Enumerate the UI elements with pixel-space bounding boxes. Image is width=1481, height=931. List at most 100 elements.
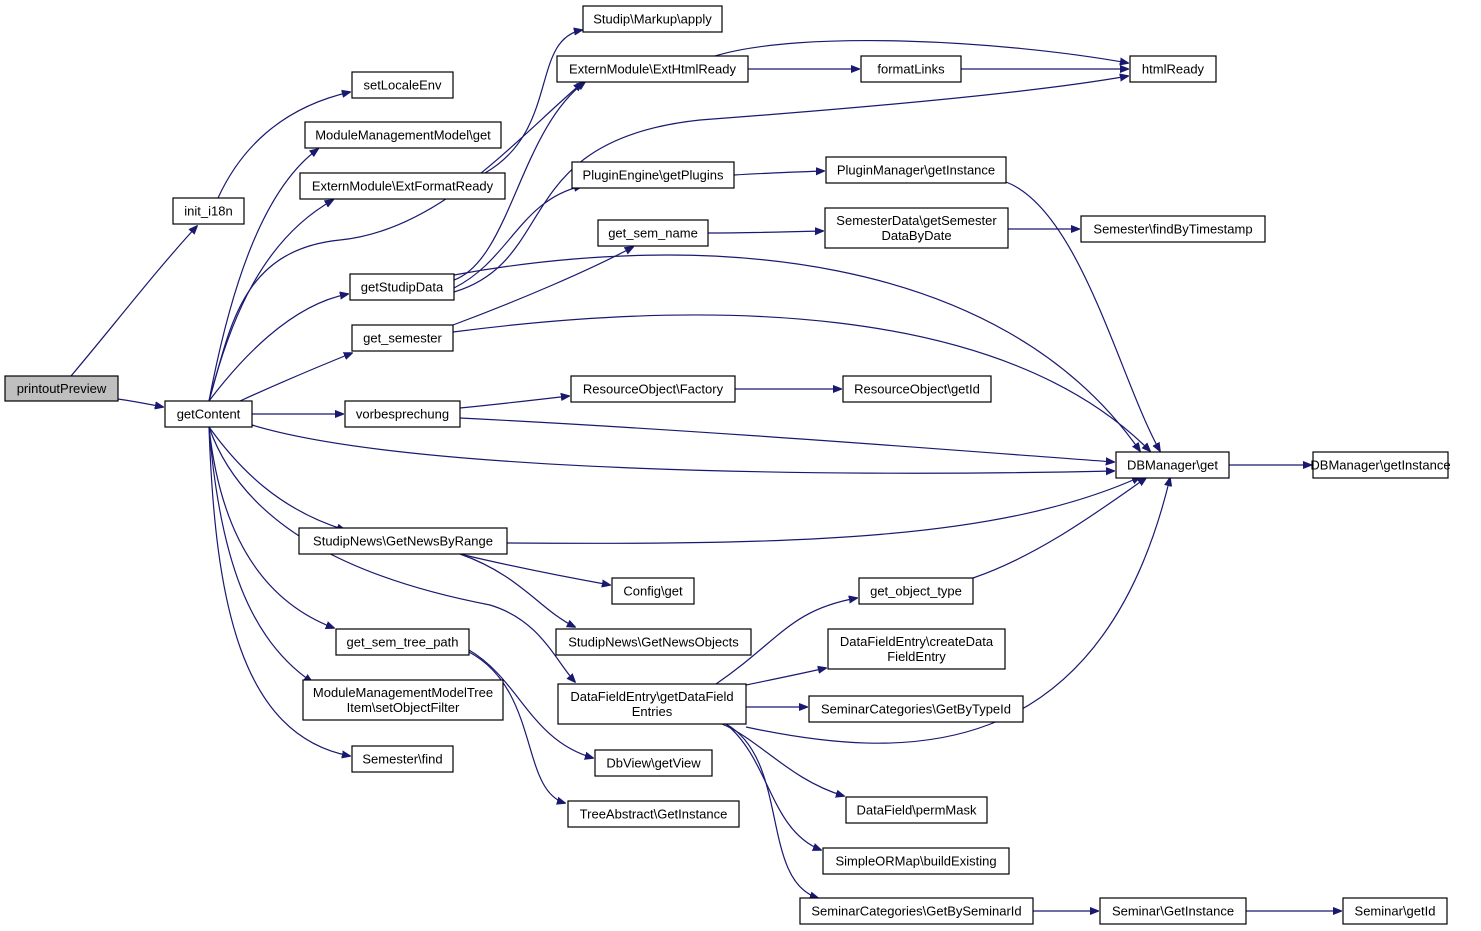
node-label: getStudipData bbox=[361, 280, 444, 295]
node-label: ModuleManagementModel\get bbox=[315, 128, 491, 143]
node-box[interactable] bbox=[344, 400, 461, 428]
node-formatLinks[interactable]: formatLinks bbox=[860, 55, 962, 83]
node-news_range[interactable]: StudipNews\GetNewsByRange bbox=[298, 527, 508, 555]
node-box[interactable] bbox=[4, 375, 119, 402]
node-pm_instance[interactable]: PluginManager\getInstance bbox=[825, 156, 1007, 184]
node-sem_find[interactable]: Semester\find bbox=[351, 745, 454, 773]
node-sem_getid[interactable]: Seminar\getId bbox=[1342, 897, 1448, 925]
node-perm_mask[interactable]: DataField\permMask bbox=[845, 796, 988, 824]
node-init_i18n[interactable]: init_i18n bbox=[172, 197, 245, 225]
node-label: get_object_type bbox=[870, 584, 962, 599]
node-mmm_get[interactable]: ModuleManagementModel\get bbox=[304, 121, 502, 149]
node-tree_abs[interactable]: TreeAbstract\GetInstance bbox=[567, 800, 740, 828]
node-get_obj_type[interactable]: get_object_type bbox=[858, 577, 974, 605]
node-label: SemesterData\getSemester bbox=[836, 213, 997, 228]
node-htmlReady[interactable]: htmlReady bbox=[1129, 55, 1217, 83]
node-box[interactable] bbox=[555, 628, 752, 656]
node-box[interactable] bbox=[597, 219, 709, 247]
node-box[interactable] bbox=[570, 375, 736, 403]
node-box[interactable] bbox=[825, 156, 1007, 184]
node-get_sem_name[interactable]: get_sem_name bbox=[597, 219, 709, 247]
node-box[interactable] bbox=[824, 207, 1009, 249]
node-ext_html[interactable]: ExternModule\ExtHtmlReady bbox=[556, 55, 749, 83]
node-box[interactable] bbox=[164, 400, 253, 428]
node-label: FieldEntry bbox=[887, 649, 946, 664]
node-label: SeminarCategories\GetByTypeId bbox=[821, 702, 1011, 717]
node-box[interactable] bbox=[1080, 215, 1266, 243]
node-box[interactable] bbox=[860, 55, 962, 83]
node-get_semester[interactable]: get_semester bbox=[351, 324, 454, 352]
edge-getContent-to-ext_html bbox=[208, 83, 582, 402]
edge-getContent-to-getStudipData bbox=[208, 294, 348, 402]
node-box[interactable] bbox=[304, 121, 502, 149]
node-box[interactable] bbox=[842, 375, 992, 403]
node-box[interactable] bbox=[1115, 451, 1230, 479]
edge-news_range-to-news_objects bbox=[459, 553, 575, 627]
node-box[interactable] bbox=[556, 55, 749, 83]
node-box[interactable] bbox=[827, 628, 1006, 670]
node-sorm_build[interactable]: SimpleORMap\buildExisting bbox=[822, 847, 1010, 875]
node-semcat_sem[interactable]: SeminarCategories\GetBySeminarId bbox=[799, 897, 1034, 925]
node-box[interactable] bbox=[1342, 897, 1448, 925]
node-label: DataFieldEntry\createData bbox=[840, 634, 994, 649]
node-box[interactable] bbox=[1312, 451, 1449, 479]
node-label: ExternModule\ExtHtmlReady bbox=[569, 62, 736, 77]
node-getContent[interactable]: getContent bbox=[164, 400, 253, 428]
node-label: printoutPreview bbox=[17, 381, 107, 396]
node-mmm_tree[interactable]: ModuleManagementModelTreeItem\setObjectF… bbox=[302, 679, 504, 721]
node-res_getid[interactable]: ResourceObject\getId bbox=[842, 375, 992, 403]
node-box[interactable] bbox=[298, 527, 508, 555]
edge-sem_tree_path-to-dbview bbox=[468, 649, 593, 758]
node-plugin_get[interactable]: PluginEngine\getPlugins bbox=[571, 161, 735, 189]
node-box[interactable] bbox=[1099, 897, 1247, 925]
node-box[interactable] bbox=[172, 197, 245, 225]
node-dbview[interactable]: DbView\getView bbox=[594, 749, 713, 777]
node-ext_format[interactable]: ExternModule\ExtFormatReady bbox=[299, 172, 506, 200]
node-box[interactable] bbox=[594, 749, 713, 777]
node-box[interactable] bbox=[611, 577, 695, 605]
edge-getContent-to-sem_find bbox=[208, 426, 350, 756]
node-box[interactable] bbox=[571, 161, 735, 189]
node-setLocaleEnv[interactable]: setLocaleEnv bbox=[351, 71, 454, 99]
node-box[interactable] bbox=[845, 796, 988, 824]
edge-get_sem_name-to-semdata bbox=[707, 231, 823, 233]
node-dbm_inst[interactable]: DBManager\getInstance bbox=[1310, 451, 1451, 479]
node-box[interactable] bbox=[799, 897, 1034, 925]
node-box[interactable] bbox=[351, 324, 454, 352]
node-box[interactable] bbox=[822, 847, 1010, 875]
node-box[interactable] bbox=[349, 273, 455, 301]
node-box[interactable] bbox=[302, 679, 504, 721]
node-box[interactable] bbox=[582, 5, 723, 33]
node-box[interactable] bbox=[351, 745, 454, 773]
node-news_objects[interactable]: StudipNews\GetNewsObjects bbox=[555, 628, 752, 656]
node-box[interactable] bbox=[335, 628, 470, 656]
edge-get_semester-to-dbm_get bbox=[452, 314, 1150, 451]
edge-dfe_get-to-get_obj_type bbox=[715, 598, 857, 685]
node-semcat_type[interactable]: SeminarCategories\GetByTypeId bbox=[808, 695, 1024, 723]
edge-ext_format-to-markup_apply bbox=[484, 30, 582, 174]
node-label: StudipNews\GetNewsByRange bbox=[313, 534, 493, 549]
node-box[interactable] bbox=[858, 577, 974, 605]
node-res_factory[interactable]: ResourceObject\Factory bbox=[570, 375, 736, 403]
edge-dfe_get-to-dfe_create bbox=[745, 668, 826, 686]
node-getStudipData[interactable]: getStudipData bbox=[349, 273, 455, 301]
node-sem_instance[interactable]: Seminar\GetInstance bbox=[1099, 897, 1247, 925]
node-box[interactable] bbox=[557, 683, 747, 725]
node-printoutPreview[interactable]: printoutPreview bbox=[4, 375, 119, 402]
node-box[interactable] bbox=[567, 800, 740, 828]
node-box[interactable] bbox=[808, 695, 1024, 723]
node-box[interactable] bbox=[299, 172, 506, 200]
node-sem_tree_path[interactable]: get_sem_tree_path bbox=[335, 628, 470, 656]
node-label: PluginEngine\getPlugins bbox=[583, 168, 724, 183]
node-sem_fbt[interactable]: Semester\findByTimestamp bbox=[1080, 215, 1266, 243]
node-dbm_get[interactable]: DBManager\get bbox=[1115, 451, 1230, 479]
node-box[interactable] bbox=[351, 71, 454, 99]
edge-getStudipData-to-plugin_get bbox=[453, 186, 582, 289]
node-config_get[interactable]: Config\get bbox=[611, 577, 695, 605]
node-vorbesprechung[interactable]: vorbesprechung bbox=[344, 400, 461, 428]
node-markup_apply[interactable]: Studip\Markup\apply bbox=[582, 5, 723, 33]
node-box[interactable] bbox=[1129, 55, 1217, 83]
